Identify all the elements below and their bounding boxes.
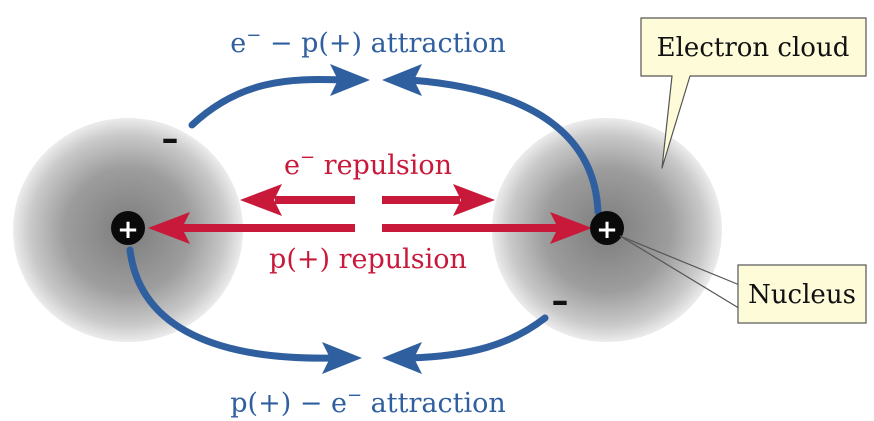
top-left-arrowhead: [330, 64, 370, 96]
top-right-attraction-arrow: [406, 76, 602, 216]
p-repulsion-right-arrowhead: [550, 212, 592, 244]
right-electron-sign: –: [552, 281, 569, 321]
p-repulsion-left-arrowhead: [148, 212, 190, 244]
right-nucleus: +: [590, 211, 624, 245]
nucleus-callout: Nucleus: [619, 235, 867, 324]
bottom-right-arrowhead: [382, 342, 422, 374]
electron-cloud-callout-text: Electron cloud: [657, 33, 850, 63]
top-left-attraction-arrow: [188, 76, 346, 129]
left-nucleus-sign: +: [117, 215, 139, 245]
e-repulsion-label: e− repulsion: [284, 147, 452, 181]
bottom-left-arrowhead: [322, 342, 362, 374]
electron-cloud-callout: Electron cloud: [640, 17, 867, 169]
e-repulsion-left-arrowhead: [240, 184, 282, 216]
p-repulsion-label: p(+) repulsion: [269, 244, 467, 275]
top-right-arrowhead: [382, 64, 422, 96]
nucleus-callout-text: Nucleus: [748, 280, 856, 310]
right-nucleus-sign: +: [596, 215, 618, 245]
bottom-right-attraction-arrow: [406, 314, 549, 362]
e-repulsion-right-arrowhead: [453, 184, 495, 216]
left-electron-sign: –: [162, 119, 179, 159]
left-nucleus: +: [111, 211, 145, 245]
bottom-attraction-label: p(+) − e− attraction: [230, 385, 505, 419]
top-attraction-label: e− − p(+) attraction: [230, 25, 505, 59]
bottom-left-attraction-arrow: [126, 246, 336, 362]
